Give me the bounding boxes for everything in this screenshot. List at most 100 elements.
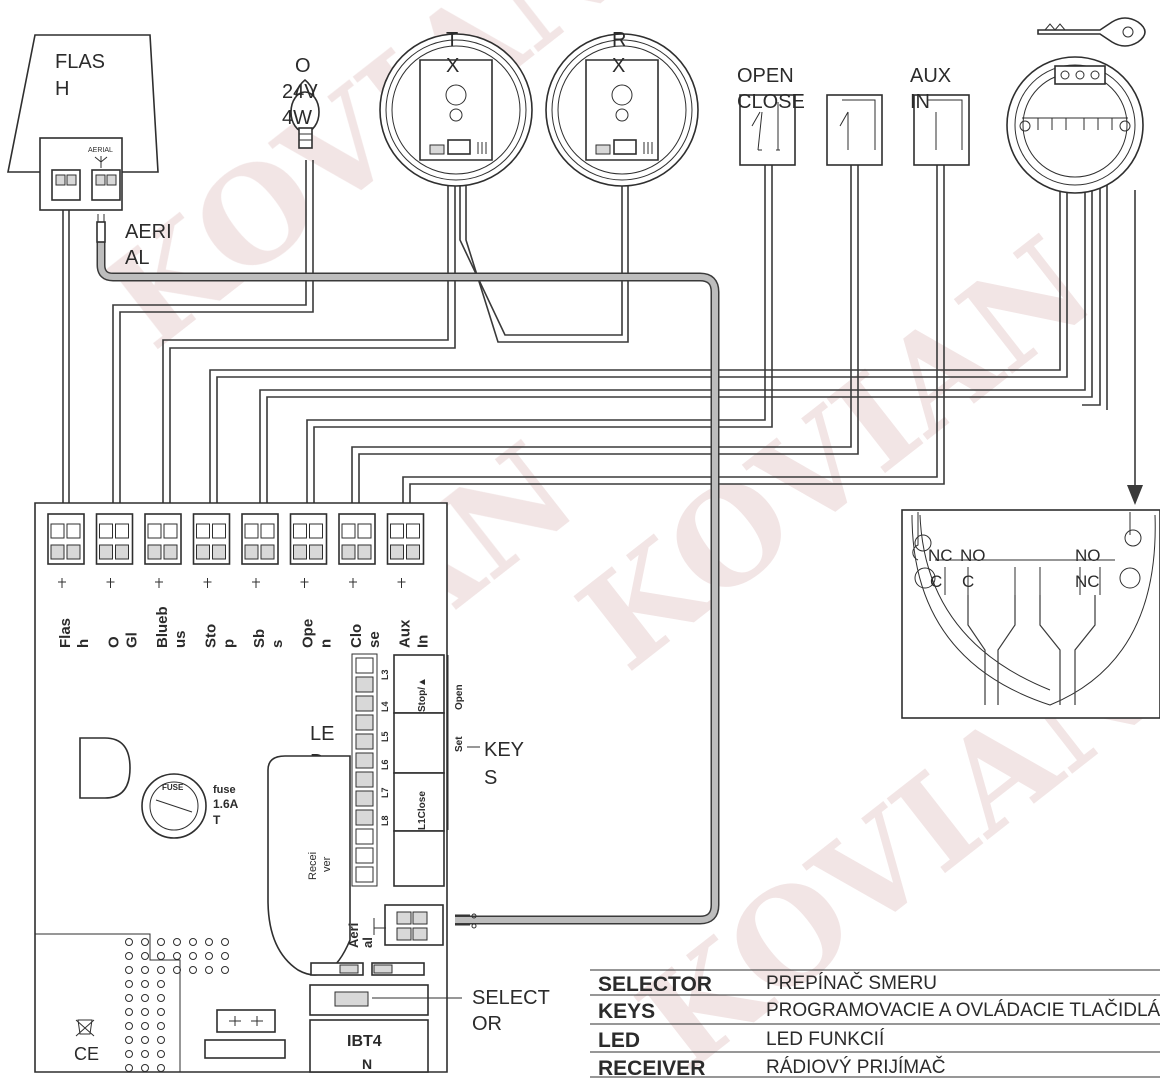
speaker-hole xyxy=(141,952,149,960)
speaker-hole xyxy=(205,966,213,974)
terminal-label: O xyxy=(106,636,123,648)
aerial-label-2: AL xyxy=(125,247,149,269)
speaker-hole xyxy=(157,1022,165,1030)
speaker-hole xyxy=(141,1022,149,1030)
keys-label-1: KEY xyxy=(484,739,524,761)
led xyxy=(355,733,374,750)
led-tag: L5 xyxy=(380,731,390,742)
aerial-terminal-label-1: Aeri xyxy=(346,923,361,948)
terminal-label: Blueb xyxy=(154,606,171,648)
terminal-label: Flas xyxy=(57,618,74,648)
led xyxy=(355,847,374,864)
legend: SELECTOR PREPÍNAČ SMERU KEYS PROGRAMOVACIE … xyxy=(590,969,1160,1079)
legend-term: KEYS xyxy=(598,1000,655,1023)
aux-switch: AUX IN xyxy=(910,65,970,166)
speaker-hole xyxy=(173,938,181,946)
speaker-hole xyxy=(141,938,149,946)
legend-desc: PROGRAMOVACIE A OVLÁDACIE TLAČIDLÁ xyxy=(766,999,1160,1021)
speaker-hole xyxy=(157,1064,165,1072)
speaker-hole xyxy=(157,1008,165,1016)
speaker-hole xyxy=(173,952,181,960)
terminal-label: Clo xyxy=(348,624,365,648)
aerial-label-1: AERI xyxy=(125,221,172,243)
terminal-label: se xyxy=(366,631,383,648)
keys-label-2: S xyxy=(484,767,497,789)
speaker-hole xyxy=(205,952,213,960)
legend-desc: LED FUNKCIÍ xyxy=(766,1029,885,1050)
legend-term: SELECTOR xyxy=(598,973,712,996)
key-selector-detail: NC NO C C NO NC xyxy=(901,509,1160,719)
speaker-hole xyxy=(221,966,229,974)
photocell-tx: T X xyxy=(379,29,533,187)
terminal-label: p xyxy=(221,639,238,648)
photocell-rx: R X xyxy=(545,29,699,187)
flash-label-2: H xyxy=(55,78,69,100)
aerial-cable xyxy=(96,214,720,929)
terminal-block xyxy=(95,513,134,588)
led xyxy=(355,752,374,769)
terminal-block xyxy=(386,513,425,588)
detail-term-c-2: C xyxy=(962,572,974,591)
speaker-hole xyxy=(205,938,213,946)
terminal-label: Sb xyxy=(251,629,268,648)
terminal-block xyxy=(289,513,328,588)
lamp-label-3: 4W xyxy=(282,107,312,129)
key-blank[interactable] xyxy=(393,830,445,887)
led-tag: L3 xyxy=(380,669,390,680)
speaker-hole xyxy=(221,952,229,960)
open-close-label-2: CLOSE xyxy=(737,91,805,113)
aerial-terminal-label-2: al xyxy=(360,937,375,948)
detail-term-nc-left: NC xyxy=(928,546,953,565)
speaker-hole xyxy=(189,952,197,960)
fuse-label-1: fuse xyxy=(213,784,236,796)
key-selector xyxy=(1006,17,1146,194)
flash-label-1: FLAS xyxy=(55,51,105,73)
led xyxy=(355,676,374,693)
flash-aerial-tag: AERIAL xyxy=(88,147,113,154)
speaker-hole xyxy=(125,994,133,1002)
speaker-hole xyxy=(221,938,229,946)
flashing-light: FLAS H AERIAL xyxy=(7,34,159,211)
key-set[interactable] xyxy=(393,712,445,774)
speaker-hole xyxy=(157,1036,165,1044)
terminal-label: In xyxy=(415,635,432,648)
fuse-tag: FUSE xyxy=(162,783,184,792)
fuse-label-2: 1.6A xyxy=(213,797,239,811)
led-tag: L4 xyxy=(380,701,390,712)
speaker-hole xyxy=(125,980,133,988)
speaker-hole xyxy=(125,1050,133,1058)
speaker-hole xyxy=(125,966,133,974)
detail-term-no-right: NO xyxy=(1075,546,1101,565)
speaker-hole xyxy=(125,1064,133,1072)
legend-term: RECEIVER xyxy=(598,1057,705,1079)
terminal-label: Sto xyxy=(203,624,220,648)
selector-label-1: SELECT xyxy=(472,987,550,1009)
terminal-label: us xyxy=(172,630,189,648)
key-stop[interactable] xyxy=(393,654,445,714)
led xyxy=(355,866,374,883)
terminal-blocks xyxy=(47,513,425,588)
rx-label-1: R xyxy=(612,29,626,51)
terminal-label: Aux xyxy=(397,619,414,648)
speaker-hole xyxy=(125,1022,133,1030)
legend-desc: PREPÍNAČ SMERU xyxy=(766,972,937,994)
legend-term: LED xyxy=(598,1029,640,1052)
rx-label-2: X xyxy=(612,55,625,77)
led xyxy=(355,809,374,826)
led xyxy=(355,771,374,788)
speaker-hole xyxy=(157,994,165,1002)
speaker-hole xyxy=(141,1064,149,1072)
selector-label-2: OR xyxy=(472,1013,502,1035)
speaker-hole xyxy=(141,1036,149,1044)
led-tag: L6 xyxy=(380,759,390,770)
lamp-label-1: O xyxy=(295,55,311,77)
speaker-hole xyxy=(125,952,133,960)
speaker-hole xyxy=(173,966,181,974)
speaker-hole xyxy=(189,938,197,946)
led xyxy=(355,790,374,807)
svg-text:KOVIAN: KOVIAN xyxy=(78,0,646,377)
detail-term-nc-right: NC xyxy=(1075,572,1100,591)
